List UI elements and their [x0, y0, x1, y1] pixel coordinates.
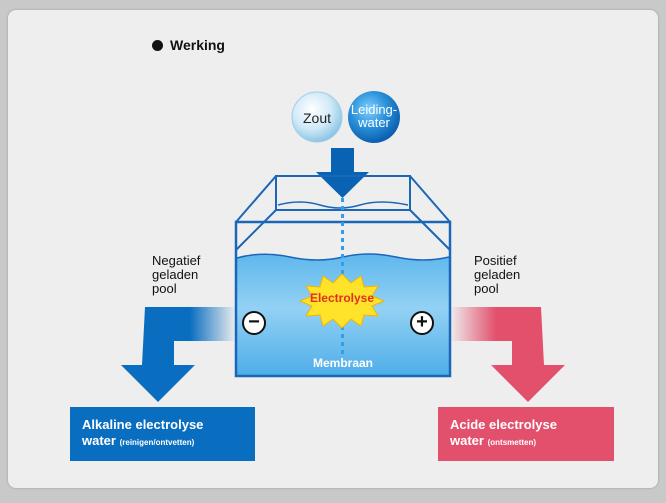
alkaline-output-label: Alkaline electrolyse water (reinigen/ont…: [70, 407, 255, 461]
positive-pole-label: Positief geladen pool: [474, 253, 521, 296]
tapwater-label: Leiding- water: [350, 102, 398, 130]
positive-pole-arrow: [450, 307, 565, 402]
heading-title: Werking: [170, 37, 225, 53]
acid-note: (ontsmetten): [487, 438, 537, 447]
alkaline-title: Alkaline electrolyse: [82, 417, 204, 432]
minus-sign-icon: −: [242, 311, 266, 335]
acid-box: [438, 407, 614, 461]
acid-output-label: Acide electrolyse water (ontsmetten): [438, 407, 614, 461]
electrolyse-flash: [298, 273, 386, 329]
electrolyse-label: Electrolyse: [309, 291, 375, 305]
acid-title: Acide electrolyse: [450, 417, 557, 432]
inflow-arrow: [316, 148, 369, 198]
diagram-panel: Werking Zout Leiding- water Negatief gel…: [8, 10, 658, 488]
acid-subtitle: water (ontsmetten): [450, 433, 537, 448]
salt-label: Zout: [302, 110, 331, 126]
membrane-label: Membraan: [312, 356, 374, 370]
tapwater-ball: [348, 91, 400, 143]
section-heading: Werking: [152, 37, 225, 53]
electrolysis-diagram: [70, 91, 614, 461]
alkaline-subtitle: water (reinigen/ontvetten): [82, 433, 195, 448]
alkaline-note: (reinigen/ontvetten): [119, 438, 195, 447]
water-surface-back: [277, 201, 409, 209]
salt-ball: [291, 91, 343, 143]
bullet-icon: [152, 39, 163, 51]
alkaline-box: [70, 407, 255, 461]
negative-pole-label: Negatief geladen pool: [152, 253, 201, 296]
negative-pole-arrow: [121, 307, 236, 402]
plus-sign-icon: +: [410, 311, 434, 335]
